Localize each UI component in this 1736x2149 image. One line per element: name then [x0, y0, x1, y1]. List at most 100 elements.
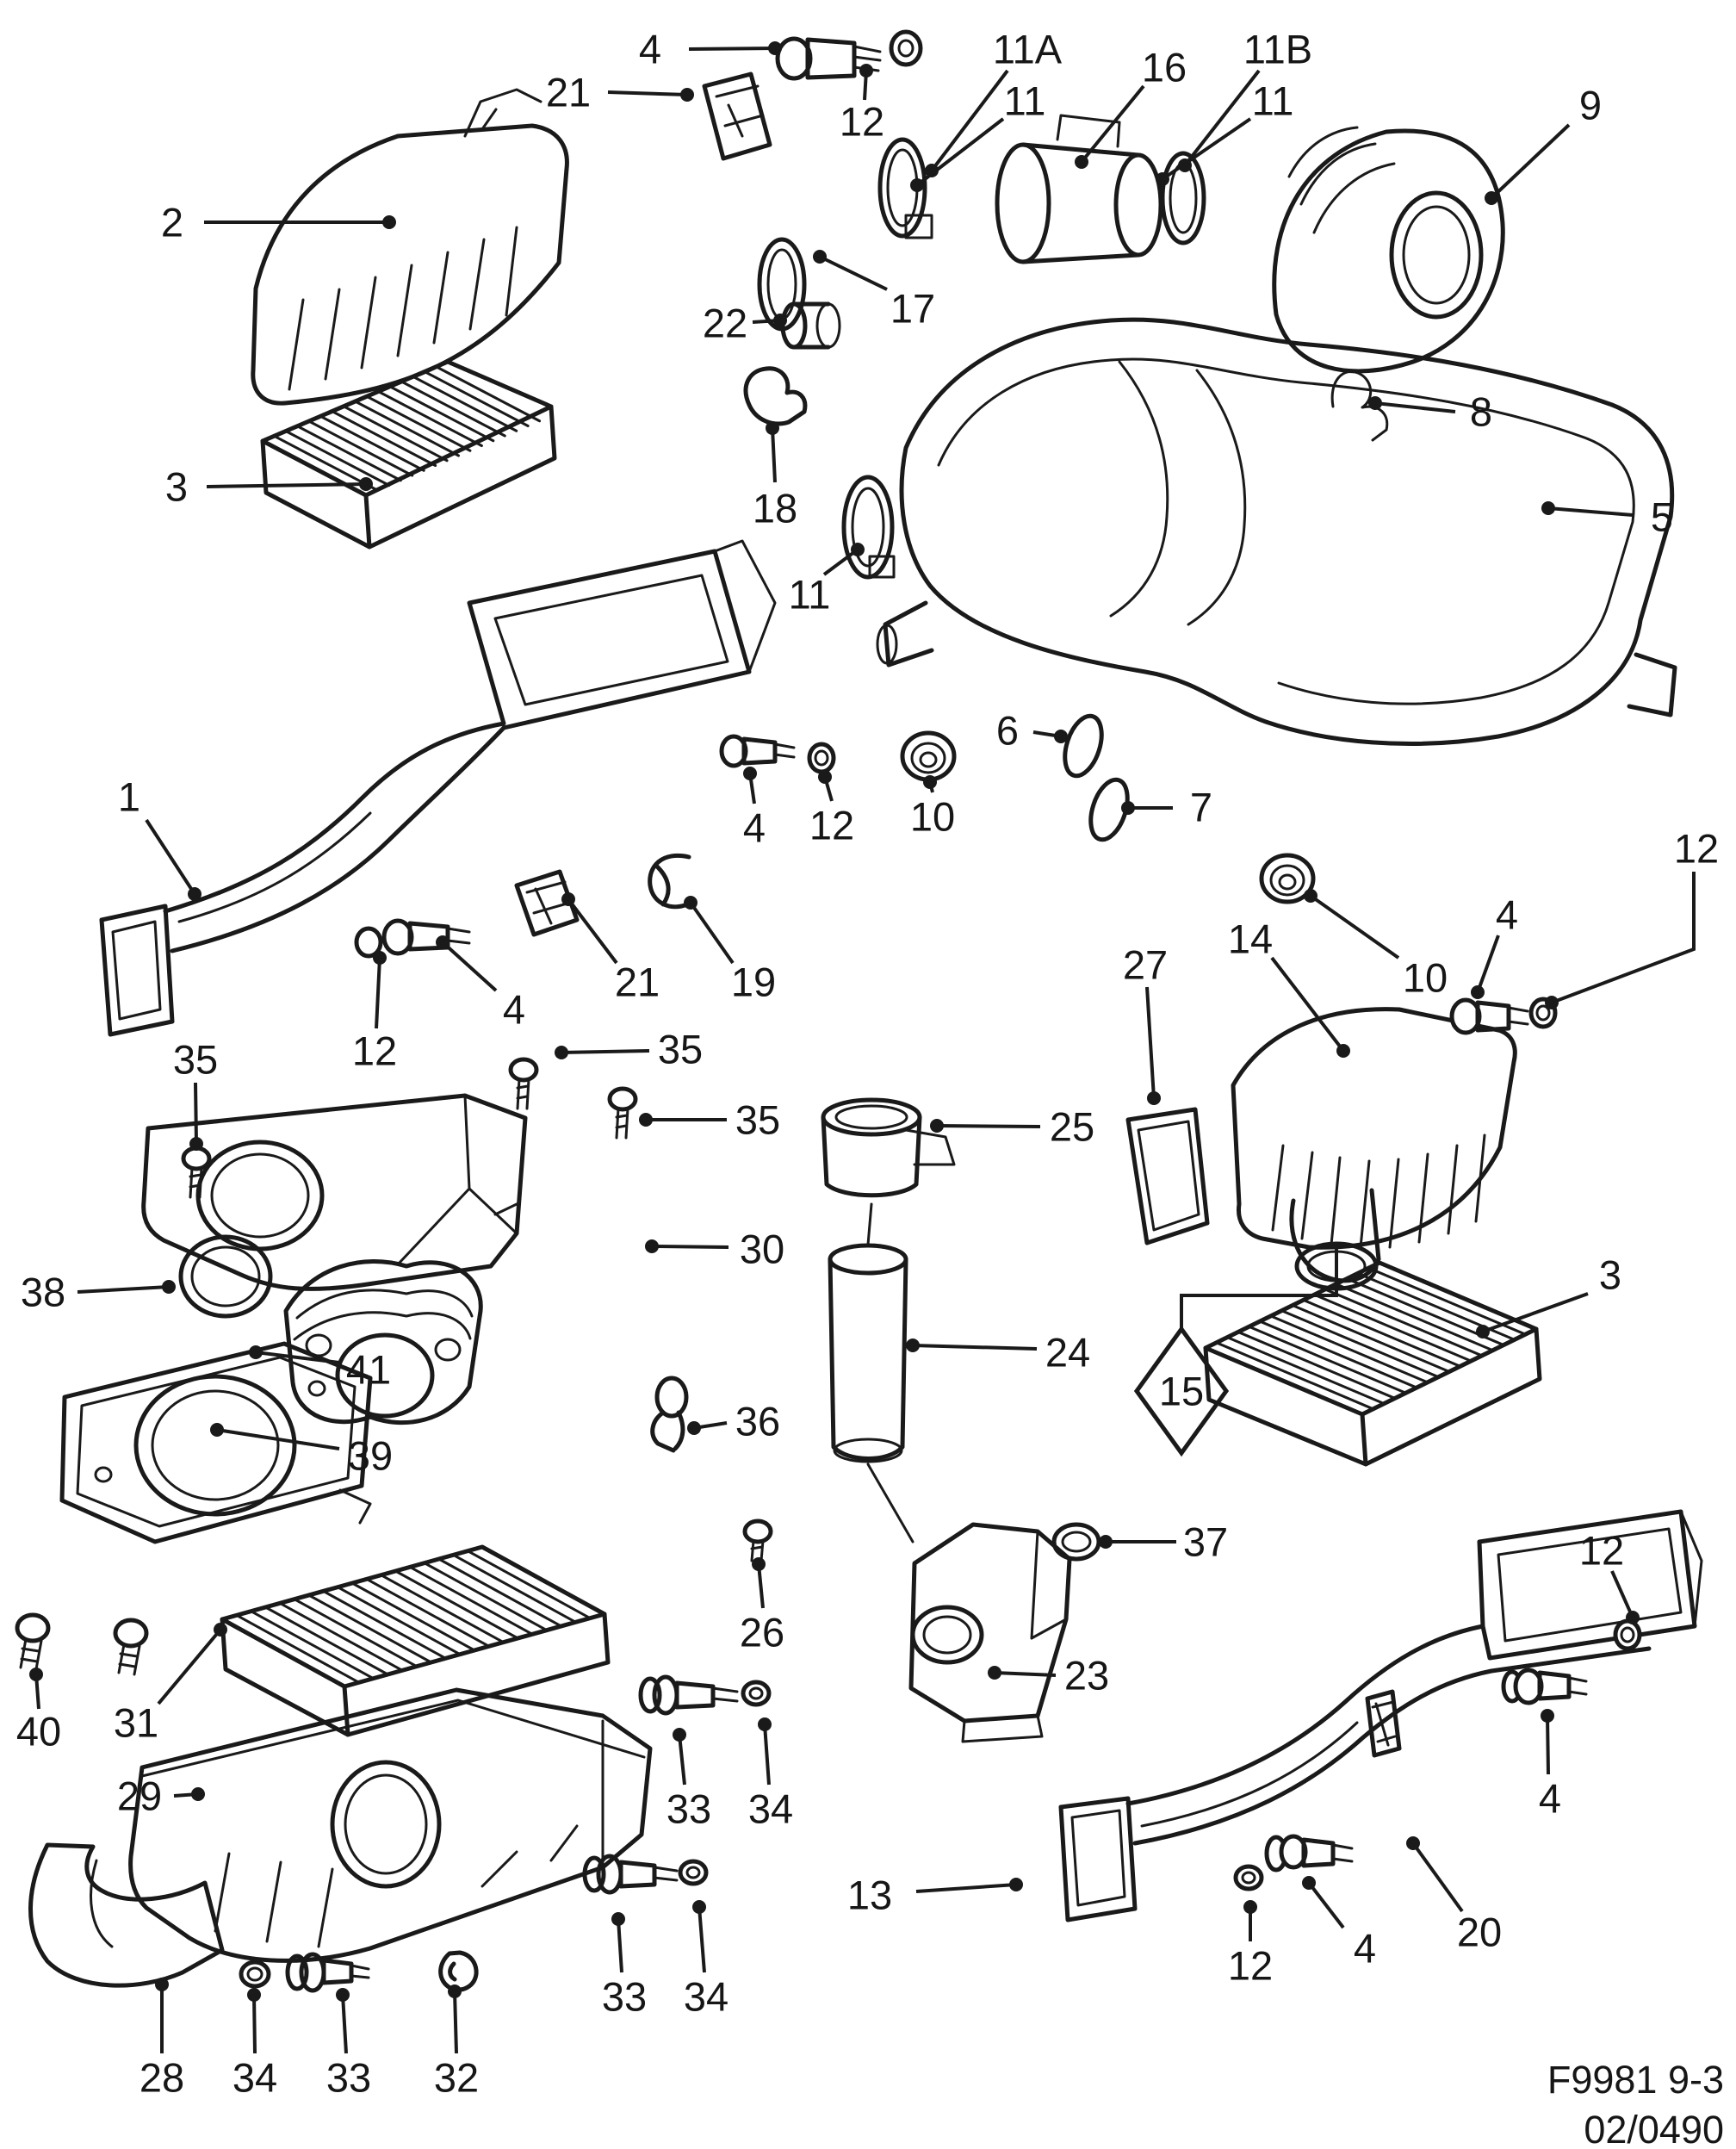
part-grommet-10b [1259, 853, 1316, 904]
part-screw-31 [113, 1618, 149, 1676]
part-nut-34c [239, 1960, 271, 1989]
callout-12: 12 [1578, 1527, 1625, 1574]
callout-6: 6 [995, 707, 1020, 754]
part-bracket-top [702, 71, 772, 161]
part-gasket-39 [59, 1341, 373, 1544]
callout-26: 26 [739, 1609, 785, 1655]
part-maf-sensor-16 [995, 114, 1163, 264]
part-screw-right-top [1449, 997, 1529, 1035]
part-spacer-41 [283, 1259, 483, 1425]
part-nut-34b [678, 1859, 709, 1886]
callout-25: 25 [1049, 1103, 1095, 1150]
callout-34: 34 [683, 1973, 729, 2020]
callout-35: 35 [172, 1036, 219, 1083]
part-clip-20 [1365, 1689, 1402, 1758]
part-screw-4e [1501, 1668, 1588, 1705]
callout-29: 29 [116, 1773, 163, 1819]
figure-reference: F9981 9-3 02/0490 [1547, 2055, 1724, 2149]
callout-2: 2 [160, 199, 184, 245]
part-nut-right-top [1528, 997, 1558, 1029]
callout-33: 33 [666, 1786, 712, 1832]
part-screw-duct1 [354, 918, 471, 959]
part-gasket-27 [1125, 1107, 1210, 1245]
callout-20: 20 [1456, 1909, 1503, 1955]
part-screw-35c [607, 1086, 638, 1140]
figure-ref: F9981 9-3 [1547, 2058, 1724, 2102]
part-screw-4f [1264, 1834, 1354, 1873]
part-seal-ring-38 [178, 1234, 273, 1319]
part-hook-8 [1330, 370, 1389, 442]
callout-12: 12 [1673, 825, 1720, 872]
part-screw-top [775, 36, 882, 81]
part-pipe-25 [821, 1097, 956, 1198]
callout-27: 27 [1122, 941, 1169, 988]
part-intake-hose-9 [1272, 126, 1505, 374]
callout-39: 39 [347, 1432, 394, 1479]
callout-35: 35 [657, 1026, 704, 1072]
callout-34: 34 [747, 1786, 794, 1832]
part-screw-40 [15, 1612, 51, 1671]
part-resonator-5 [876, 317, 1677, 746]
callout-12: 12 [351, 1028, 398, 1074]
part-clip-36 [650, 1376, 689, 1453]
callout-31: 31 [113, 1699, 159, 1746]
callout-7: 7 [1189, 784, 1213, 830]
callout-11A: 11A [992, 26, 1063, 72]
callout-21: 21 [614, 959, 660, 1005]
callout-36: 36 [735, 1398, 781, 1444]
callout-40: 40 [16, 1708, 62, 1755]
callout-23: 23 [1063, 1652, 1110, 1699]
callout-8: 8 [1469, 388, 1493, 435]
part-filter-element-31 [220, 1544, 611, 1737]
part-clip-19 [648, 854, 691, 910]
callout-34: 34 [232, 2054, 278, 2101]
callout-15: 15 [1158, 1368, 1205, 1414]
callout-30: 30 [739, 1226, 785, 1272]
callout-14: 14 [1227, 916, 1274, 962]
part-housing-29 [128, 1687, 653, 1963]
callout-4: 4 [1538, 1775, 1562, 1822]
callout-11: 11 [1251, 78, 1294, 124]
callout-19: 19 [730, 959, 777, 1005]
callout-4: 4 [502, 986, 526, 1033]
callout-11B: 11B [1243, 26, 1313, 72]
callout-13: 13 [846, 1872, 893, 1918]
part-filter-element-right [1203, 1260, 1542, 1467]
callout-38: 38 [20, 1269, 66, 1315]
callout-24: 24 [1045, 1329, 1091, 1376]
part-filter-element-left [260, 359, 557, 550]
part-nut-12g [1233, 1864, 1264, 1891]
callout-11: 11 [1003, 78, 1046, 124]
part-nut-top [889, 29, 923, 67]
callout-10: 10 [1402, 954, 1448, 1001]
part-intake-duct-13 [1058, 1509, 1703, 1922]
callout-4: 4 [1353, 1925, 1377, 1972]
callout-21: 21 [545, 69, 592, 115]
part-screw-33a [638, 1674, 739, 1716]
callout-33: 33 [326, 2054, 372, 2101]
part-elbow-duct-23 [908, 1522, 1072, 1743]
part-screw-35b [508, 1057, 539, 1110]
callout-35: 35 [735, 1096, 781, 1143]
callout-3: 3 [164, 463, 189, 510]
callout-22: 22 [702, 300, 748, 346]
part-clamp-11a [877, 137, 933, 239]
part-clip-32 [438, 1950, 479, 1992]
callout-32: 32 [433, 2054, 480, 2101]
callout-5: 5 [1650, 494, 1674, 540]
callout-41: 41 [345, 1346, 392, 1393]
callout-4: 4 [638, 26, 662, 72]
callout-28: 28 [139, 2054, 185, 2101]
callout-9: 9 [1578, 82, 1603, 128]
part-pipe-24 [828, 1243, 908, 1463]
sheet-code: 02/0490 [1584, 2107, 1724, 2149]
callout-33: 33 [601, 1973, 648, 2020]
callout-17: 17 [890, 285, 936, 332]
part-nut-34a [741, 1680, 772, 1707]
callout-18: 18 [752, 485, 798, 531]
callout-37: 37 [1182, 1519, 1229, 1565]
part-grommet-10a [900, 730, 957, 782]
